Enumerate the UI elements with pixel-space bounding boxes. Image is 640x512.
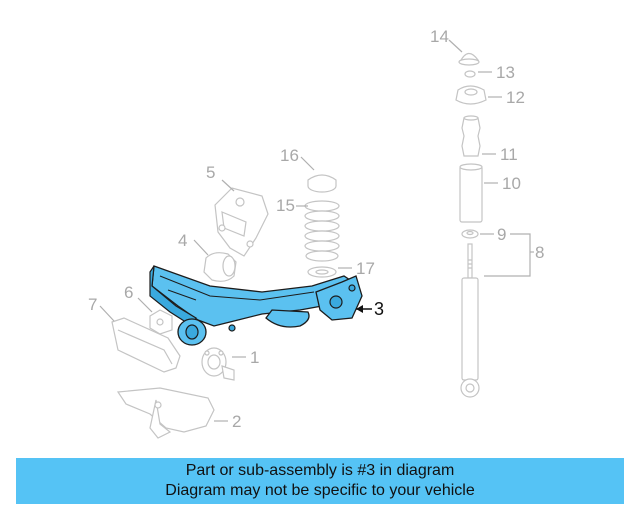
part-7-insulator	[111, 317, 181, 373]
callout-8: 8	[535, 243, 544, 262]
leader-5	[221, 179, 235, 192]
callout-2: 2	[232, 412, 241, 431]
callout-12: 12	[506, 88, 525, 107]
callout-14: 14	[430, 27, 449, 46]
callout-13: 13	[496, 63, 515, 82]
part-13-nut	[464, 70, 476, 78]
callout-17: 17	[356, 259, 375, 278]
parts-diagram: 5 4 6 7 1 2	[88, 27, 544, 439]
callout-16: 16	[280, 146, 299, 165]
part-3-axle-beam	[149, 265, 363, 346]
part-5-bracket	[214, 187, 269, 257]
leader-7	[99, 305, 115, 322]
callout-15: 15	[276, 196, 295, 215]
part-17-spring-pad	[307, 266, 337, 278]
leader-16	[300, 156, 315, 171]
callout-10: 10	[502, 174, 521, 193]
part-6-mount	[149, 309, 173, 335]
callout-11: 11	[500, 145, 518, 164]
callout-6: 6	[124, 283, 133, 302]
part-9-washer	[461, 229, 479, 239]
part-16-spring-seat	[307, 174, 337, 193]
part-11-bump-stop	[461, 115, 481, 157]
leader-14	[448, 39, 463, 53]
leader-4	[193, 239, 209, 256]
part-14-cap	[458, 52, 480, 66]
callout-4: 4	[178, 231, 187, 250]
part-1-stub-axle	[201, 347, 235, 381]
banner-line-2: Diagram may not be specific to your vehi…	[165, 482, 475, 499]
banner-line-1: Part or sub-assembly is #3 in diagram	[185, 462, 455, 479]
callout-7: 7	[88, 295, 97, 314]
info-banner: Part or sub-assembly is #3 in diagram Di…	[16, 458, 624, 504]
callout-1: 1	[250, 348, 259, 367]
part-12-upper-mount	[455, 85, 487, 105]
callout-5: 5	[206, 163, 215, 182]
leader-6	[137, 297, 153, 313]
part-2-shield	[116, 387, 215, 439]
part-10-dust-cover	[459, 163, 483, 223]
part-15-coil-spring	[304, 200, 340, 262]
leader-8-bracket	[484, 233, 531, 277]
callout-9: 9	[497, 225, 506, 244]
part-8-shock-absorber	[460, 243, 480, 398]
part-4-bushing	[203, 252, 237, 282]
callout-3: 3	[374, 299, 384, 319]
arrow-3	[356, 305, 363, 313]
